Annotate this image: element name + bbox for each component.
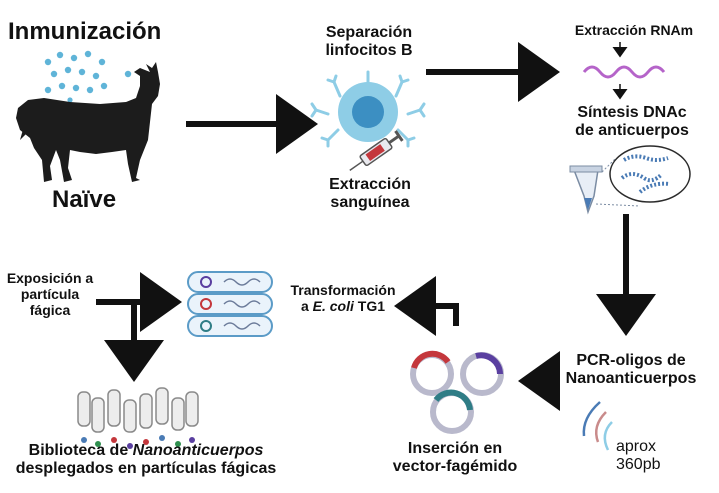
b-cell-icon	[310, 70, 426, 148]
transformation-label: Transformación a E. coli TG1	[278, 282, 408, 314]
ecoli-cells-icon	[187, 271, 273, 337]
phage-exposure-line1: Exposición a	[6, 270, 94, 286]
b-cell-separation-label: Separación linfocitos B	[304, 24, 434, 61]
transformation-suffix: TG1	[353, 298, 386, 315]
library-line2: desplegados en partículas fágicas	[15, 460, 277, 478]
insertion-line1: Inserción en	[407, 440, 503, 457]
b-cell-separation-line1: Separación	[325, 24, 413, 41]
mrna-icon	[582, 65, 666, 79]
pcr-label: PCR-oligos de Nanoanticuerpos	[556, 352, 706, 389]
blood-extraction-line1: Extracción	[329, 176, 411, 193]
insertion-line2: vector-fagémido	[392, 458, 518, 476]
pcr-line1: PCR-oligos de	[576, 352, 686, 369]
phagemid-vectors-icon	[410, 350, 504, 434]
library-italic: Nanoanticuerpos	[132, 442, 264, 459]
cdna-synthesis-line1: Síntesis DNAc	[577, 104, 687, 121]
size-note-line2: 360pb	[616, 456, 661, 474]
blood-extraction-label: Extracción sanguínea	[314, 176, 426, 213]
phage-exposure-line2: partícula	[20, 286, 80, 303]
blood-extraction-line2: sanguínea	[330, 194, 410, 212]
transformation-line2: a E. coli TG1	[278, 298, 408, 314]
insertion-label: Inserción en vector-fagémido	[380, 440, 530, 477]
phage-exposure-label: Exposición a partícula fágica	[2, 270, 98, 318]
mrna-extraction-label: Extracción RNAm	[574, 22, 694, 38]
cdna-zoom-icon	[609, 145, 691, 203]
phage-library-icon	[77, 387, 199, 449]
pcr-products-icon	[582, 401, 613, 451]
library-label: Biblioteca de Nanoanticuerpos desplegado…	[0, 442, 292, 479]
ecoli-name: E. coli	[312, 298, 354, 315]
immunogen-dots-icon	[44, 50, 132, 103]
pcr-line2: Nanoanticuerpos	[565, 370, 697, 388]
immunization-label: Inmunización	[8, 18, 162, 45]
arrow-insertion-to-transformation	[394, 276, 459, 336]
transformation-prefix: a	[300, 298, 313, 315]
llama-icon	[16, 62, 160, 182]
naive-label: Naïve	[52, 186, 117, 213]
size-note-line1: aprox	[616, 438, 657, 455]
phage-exposure-line3: fágica	[29, 302, 71, 319]
syringe-icon	[349, 130, 404, 171]
library-line1: Biblioteca de Nanoanticuerpos	[0, 442, 292, 460]
tube-icon	[569, 165, 603, 215]
library-prefix: Biblioteca de	[28, 442, 133, 459]
b-cell-separation-line2: linfocitos B	[325, 42, 413, 60]
transformation-line1: Transformación	[290, 282, 396, 298]
size-note: aprox 360pb	[616, 438, 686, 475]
cdna-synthesis-label: Síntesis DNAc de anticuerpos	[560, 104, 704, 141]
cdna-synthesis-line2: de anticuerpos	[575, 122, 689, 140]
